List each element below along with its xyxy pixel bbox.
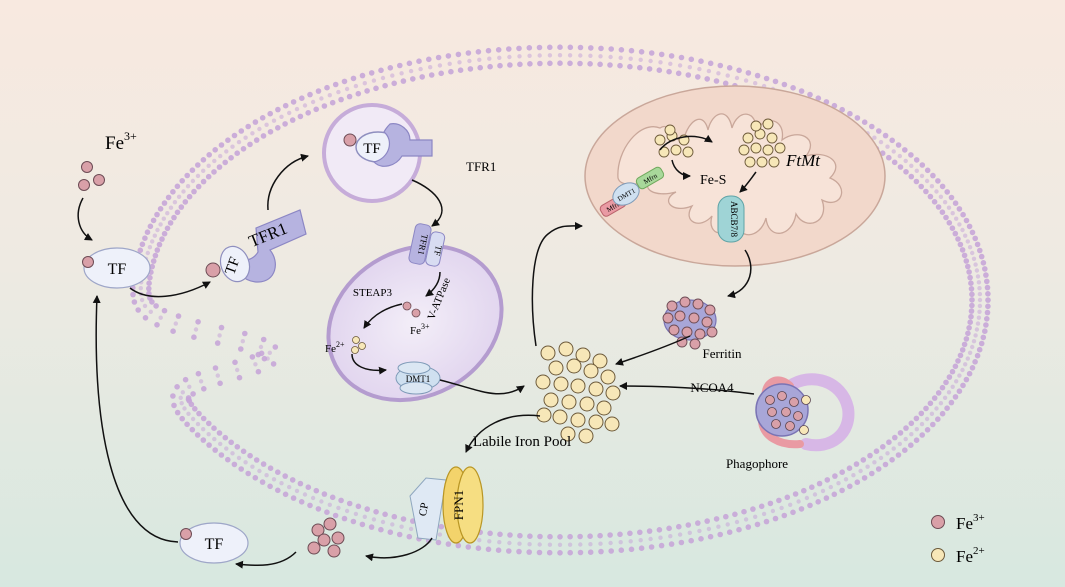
legend-fe2-label: Fe2+ [956,545,985,566]
arrow-dmt1-to-lip [439,379,525,395]
fpn1-label: FPN1 [451,490,466,520]
arrow-fe3-to-tf-bottom [235,551,297,569]
abcb7-8-transporter: ABCB7/8 [717,195,745,243]
arrow-vesicle-to-endosome [411,179,443,227]
tf-membrane-label: TF [222,255,243,277]
arrow-abcb-to-ferritin [727,249,752,299]
arrow-to-fe-s [671,159,691,180]
exported-fe3 [307,517,345,558]
arrow-to-abcb [739,171,757,193]
steap3-label: STEAP3 [353,287,393,299]
arrow-steap3 [363,303,403,329]
ferritin-label: Ferritin [703,346,742,361]
arrow-fe2-to-dmt1 [351,353,387,375]
arrow-phagophore-to-lip [619,382,755,395]
tf-bottom-label: TF [205,536,224,553]
endosome-tfr1-complex: TFR1 TF [408,223,446,267]
mitochondrion [584,85,886,267]
mito-transporters: Mfrn DMT1 Mfrn [599,166,665,217]
arrow-v-atpase [425,271,441,297]
tf-vesicle-label: TF [363,141,381,157]
arrows [77,134,757,569]
arrow-to-ftmt [659,134,713,151]
fe-s-label: Fe-S [700,173,726,188]
arrow-tf-to-tfr1 [129,281,211,298]
arrow-fpn1-to-fe3 [365,537,433,562]
arrow-ferritin-to-lip [615,335,691,366]
endosome-tf-label: TF [432,244,444,256]
arrow-fe3-to-tf [77,197,93,241]
labile-iron-pool-cluster [535,341,621,444]
ftmt-label: FtMt [785,151,821,170]
tf-bottom: TF [179,522,249,564]
cp-label: CP [417,502,431,517]
fe3-endo-label: Fe3+ [410,322,430,337]
legend: Fe3+ Fe2+ [931,512,985,566]
tf-left: TF [82,247,151,289]
arrow-tf-recycle [92,295,179,543]
endosome-tfr1-label: TFR1 [416,233,430,256]
fe2-endo-label: Fe2+ [325,340,345,355]
endosome-dmt1-label: DMT1 [406,374,431,384]
ncoa4-label: NCOA4 [690,380,734,395]
arrow-lip-to-mito [531,221,583,347]
legend-fe2-swatch [931,548,945,562]
arrow-tfr1-to-vesicle [267,153,309,211]
tfr1-label: TFR1 [466,159,496,174]
fpn1-cp-export: CP FPN1 [409,466,484,544]
ferritin-cluster [662,296,718,350]
phagophore-iron [765,391,811,435]
cell-membrane [130,44,991,556]
legend-fe3-label: Fe3+ [956,512,985,533]
mitochondrial-iron [654,118,786,168]
labile-iron-pool-label: Labile Iron Pool [473,434,571,450]
abcb7-8-label: ABCB7/8 [729,201,739,238]
endosome-dmt1: DMT1 [395,361,441,395]
legend-fe3-swatch [931,515,945,529]
phagophore-label: Phagophore [726,456,788,471]
tf-vesicle: TF [322,103,433,203]
tf-left-label: TF [108,261,127,278]
endosome [326,243,504,403]
fe3-top-label: Fe3+ [105,129,137,154]
arrow-lip-to-fpn1 [465,414,541,453]
